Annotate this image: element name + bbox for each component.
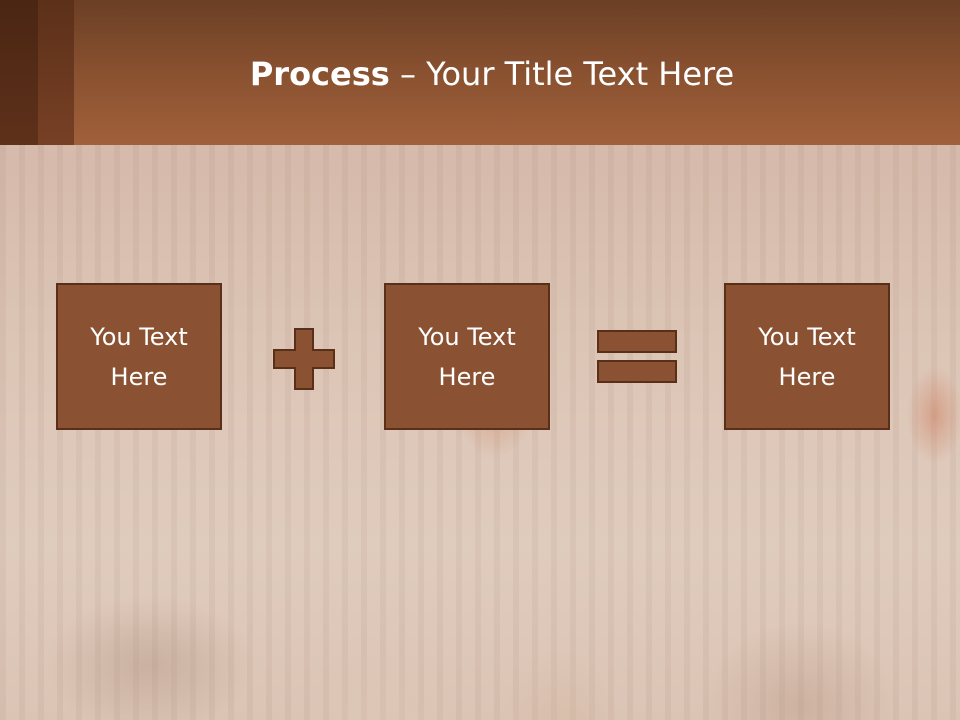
title-bar-accent-strip <box>38 0 74 145</box>
equals-icon <box>597 330 677 384</box>
plus-icon <box>272 327 336 391</box>
box-text-line: Here <box>438 362 496 391</box>
box-text-line: Here <box>778 362 836 391</box>
box-text-line: Here <box>110 362 168 391</box>
title-bar-accent-strip <box>0 0 38 145</box>
process-box-1: You Text Here <box>56 283 222 430</box>
slide-title: Process – Your Title Text Here <box>74 52 910 96</box>
box-text-line: You Text <box>90 322 188 351</box>
title-bold-text: Process <box>249 55 390 93</box>
cave-background-image <box>0 145 960 720</box>
process-box-3: You Text Here <box>724 283 890 430</box>
box-text-line: You Text <box>758 322 856 351</box>
process-box-2: You Text Here <box>384 283 550 430</box>
box-text-line: You Text <box>418 322 516 351</box>
title-bar <box>0 0 960 145</box>
background-overlay <box>0 145 960 720</box>
title-rest-text: – Your Title Text Here <box>389 55 735 93</box>
